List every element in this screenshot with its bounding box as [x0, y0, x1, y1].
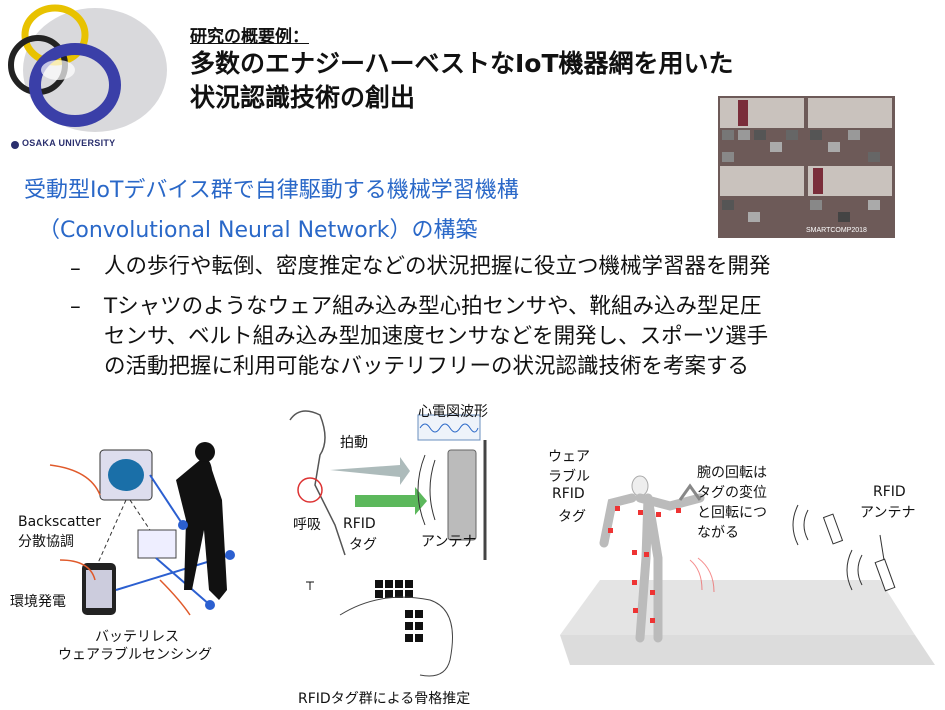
left-figure: [49, 442, 235, 616]
university-name: OSAKA UNIVERSITY: [22, 138, 116, 148]
label-rotation-4: ながる: [697, 525, 739, 541]
right-figure: [560, 475, 935, 665]
label-ecg: 心電図波形: [418, 404, 488, 420]
photo-caption: SMARTCOMP2018: [806, 227, 867, 234]
label-wearable-4: タグ: [558, 509, 586, 525]
bullet-dash: –: [70, 256, 81, 281]
label-breath: 呼吸: [293, 517, 321, 533]
label-rotation-1: 腕の回転は: [697, 465, 767, 481]
section-label: 研究の概要例：: [190, 27, 309, 47]
caption-center: RFIDタグ群による骨格推定: [298, 691, 471, 707]
label-harvest: 環境発電: [10, 594, 66, 610]
title-line-2: 状況認識技術の創出: [190, 83, 416, 112]
bullet-2: Tシャツのようなウェア組み込み型心拍センサや、靴組み込み型足圧 センサ、ベルト組…: [104, 292, 944, 382]
bullet-2-line-1: Tシャツのようなウェア組み込み型心拍センサや、靴組み込み型足圧: [104, 294, 762, 319]
sensor-card: [137, 529, 177, 559]
bullet-dash: –: [70, 294, 81, 319]
caption-left-1: バッテリレス: [95, 629, 179, 645]
label-antenna-right-1: RFID: [873, 484, 906, 500]
center-figure: [289, 410, 487, 677]
heading-line-2: （Convolutional Neural Network）の構築: [38, 218, 478, 243]
label-rfid: RFID: [343, 516, 376, 532]
page-title: 多数のエナジーハーベストなIoT機器網を用いた 状況認識技術の創出: [190, 47, 734, 115]
label-distributed: 分散協調: [18, 534, 74, 550]
gait-photo-grid: [718, 96, 895, 238]
caption-left-2: ウェアラブルセンシング: [58, 647, 212, 663]
label-wearable-3: RFID: [552, 486, 585, 502]
label-tag: タグ: [349, 537, 377, 553]
label-rotation-2: タグの変位: [697, 485, 767, 501]
label-antenna-right-2: アンテナ: [860, 505, 916, 521]
label-backscatter: Backscatter: [18, 514, 101, 530]
label-wearable-1: ウェア: [548, 449, 590, 465]
title-line-1: 多数のエナジーハーベストなIoT機器網を用いた: [190, 49, 734, 78]
bullet-2-line-3: の活動把握に利用可能なバッテリフリーの状況認識技術を考案する: [104, 354, 750, 379]
bullet-1: 人の歩行や転倒、密度推定などの状況把握に役立つ機械学習器を開発: [104, 254, 771, 279]
label-wearable-2: ラブル: [548, 469, 590, 485]
label-heartbeat: 拍動: [340, 435, 368, 451]
heading-line-1: 受動型IoTデバイス群で自律駆動する機械学習機構: [24, 178, 519, 203]
label-antenna: アンテナ: [421, 534, 477, 550]
label-rotation-3: と回転につ: [697, 505, 767, 521]
osaka-university-logo: [8, 4, 167, 149]
bullet-2-line-2: センサ、ベルト組み込み型加速度センサなどを開発し、スポーツ選手: [104, 324, 769, 349]
